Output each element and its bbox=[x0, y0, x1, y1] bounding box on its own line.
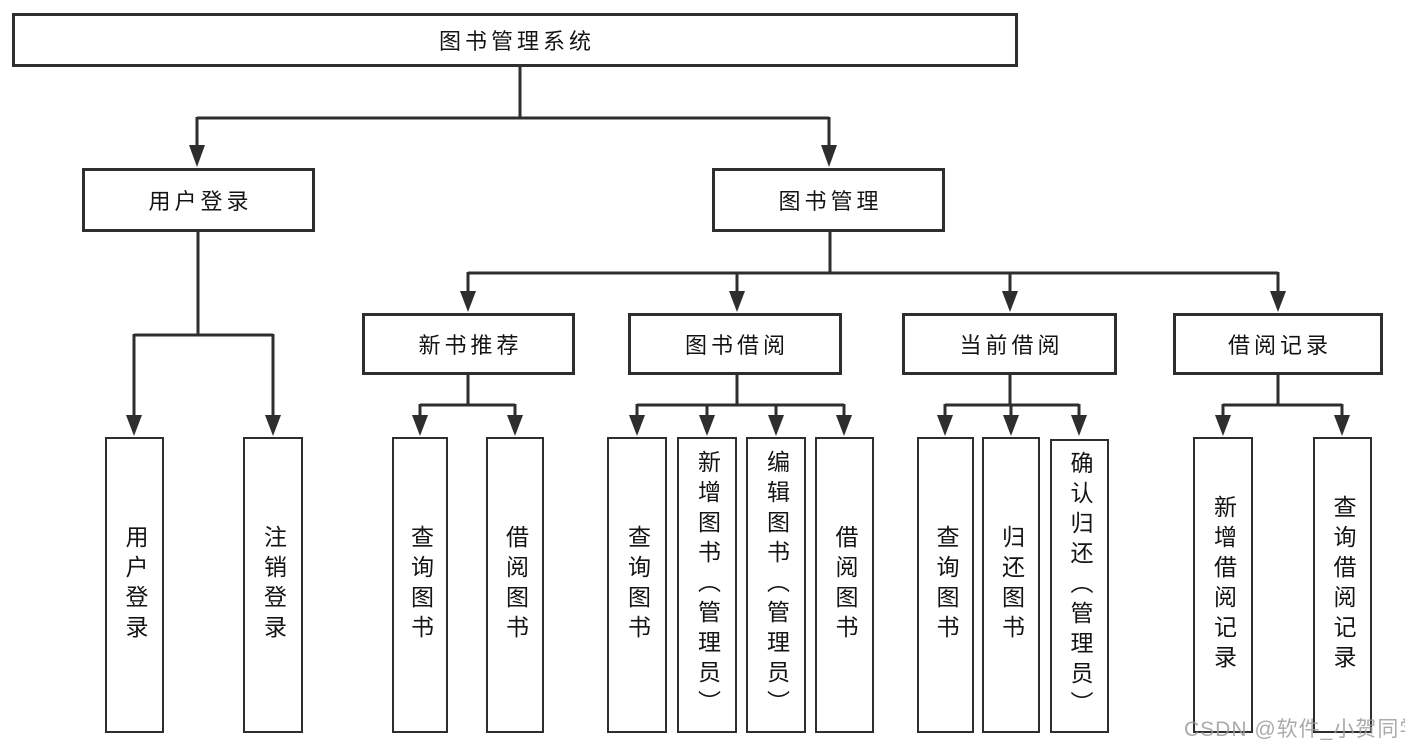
leaf-edit-book-admin: 编辑图书（管理员） bbox=[746, 437, 806, 733]
node-library-system: 图书管理系统 bbox=[12, 13, 1018, 67]
node-book-management-branch: 图书管理 bbox=[712, 168, 945, 232]
leaf-borrow-books: 借阅图书 bbox=[815, 437, 874, 733]
leaf-confirm-return-admin: 确认归还（管理员） bbox=[1050, 439, 1109, 733]
leaf-query-books-borrow: 查询图书 bbox=[607, 437, 667, 733]
node-current-borrow: 当前借阅 bbox=[902, 313, 1117, 375]
csdn-watermark: CSDN @软件_小贺同学 bbox=[1184, 718, 1405, 741]
leaf-logout: 注销登录 bbox=[243, 437, 303, 733]
leaf-user-login: 用户登录 bbox=[105, 437, 164, 733]
node-book-borrow: 图书借阅 bbox=[628, 313, 842, 375]
leaf-add-borrow-record: 新增借阅记录 bbox=[1193, 437, 1253, 733]
leaf-query-borrow-record: 查询借阅记录 bbox=[1313, 437, 1372, 733]
node-user-login-branch: 用户登录 bbox=[82, 168, 315, 232]
leaf-query-books-recommend: 查询图书 bbox=[392, 437, 448, 733]
leaf-query-books-current: 查询图书 bbox=[917, 437, 974, 733]
leaf-return-books: 归还图书 bbox=[982, 437, 1040, 733]
node-new-book-recommend: 新书推荐 bbox=[362, 313, 575, 375]
node-borrow-records: 借阅记录 bbox=[1173, 313, 1383, 375]
leaf-borrow-books-recommend: 借阅图书 bbox=[486, 437, 544, 733]
leaf-add-book-admin: 新增图书（管理员） bbox=[677, 437, 737, 733]
arrowheads bbox=[126, 145, 1350, 436]
